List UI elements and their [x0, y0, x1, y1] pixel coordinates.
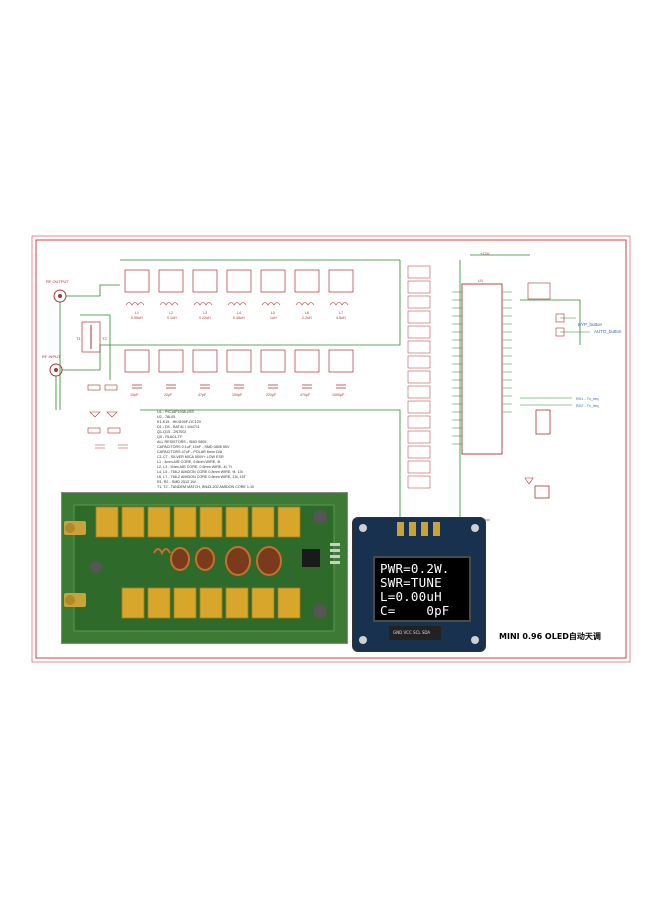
relay-row-bottom: 10pF 22pF 47pF 100pF 220pF 470pF 1000pF	[124, 349, 354, 397]
svg-text:RX2 - Tx_req: RX2 - Tx_req	[576, 404, 599, 408]
svg-text:Q0 - RLA01-TF: Q0 - RLA01-TF	[157, 435, 183, 439]
svg-text:2.2uH: 2.2uH	[302, 316, 312, 320]
oled-display-photo: GND VCC SCL SDA PWR=0.2W. SWR=TUNE L=0.0…	[352, 517, 486, 652]
pcb-photo	[61, 492, 348, 644]
transformer-block: T1 T2	[76, 321, 107, 353]
mcu-u1: U1	[452, 278, 512, 455]
power-section: +12V	[480, 251, 551, 499]
svg-text:10pF: 10pF	[130, 393, 139, 397]
svg-text:4.5uH: 4.5uH	[336, 316, 346, 320]
svg-text:L1: L1	[135, 311, 139, 315]
buttons: BYP_button AUTO_button	[555, 313, 622, 337]
svg-text:T1, T2 - TANDEM MATCH, BN43-20: T1, T2 - TANDEM MATCH, BN43-202 AMIDON C…	[157, 485, 254, 489]
svg-text:U2 - 78L05: U2 - 78L05	[157, 415, 175, 419]
oled-line-swr: SWR=TUNE	[380, 575, 442, 590]
svg-text:+12V: +12V	[480, 251, 490, 256]
svg-text:220pF: 220pF	[266, 393, 277, 397]
sma-connector-bottom	[64, 593, 86, 607]
oled-line-capacitance: C= 0pF	[380, 603, 450, 618]
svg-text:L6, L7 - T68-2 AMIDON CORE 0.8: L6, L7 - T68-2 AMIDON CORE 0.8mm WIRE, 1…	[157, 475, 247, 479]
svg-text:470pF: 470pF	[300, 393, 311, 397]
svg-text:T2: T2	[102, 336, 107, 341]
svg-text:L6: L6	[305, 311, 309, 315]
svg-text:D1 - D4 - BAT41 / 1N4711: D1 - D4 - BAT41 / 1N4711	[157, 425, 200, 429]
svg-text:K1-K15 - HK4100F-DC12V: K1-K15 - HK4100F-DC12V	[157, 420, 202, 424]
rf-output-connector: RF OUTPUT	[46, 279, 69, 303]
svg-text:L4: L4	[237, 311, 241, 315]
svg-text:L2, L3 - 5mm AIR CORE, 0.6mm W: L2, L3 - 5mm AIR CORE, 0.6mm WIRE, 4t, 7…	[157, 465, 232, 469]
mosfet-driver-column	[407, 265, 431, 489]
svg-text:100pF: 100pF	[232, 393, 243, 397]
rf-output-label: RF OUTPUT	[46, 279, 69, 284]
svg-text:RX1 - Tx_req: RX1 - Tx_req	[576, 397, 599, 401]
svg-text:C1-C7 - SILVER MICA 500V+ LOW: C1-C7 - SILVER MICA 500V+ LOW ESR	[157, 455, 224, 459]
sma-connector-top	[64, 521, 86, 535]
svg-text:L5: L5	[271, 311, 275, 315]
svg-text:L3: L3	[203, 311, 207, 315]
svg-text:CAPACITORS 47uF - POLAR 6mm D/: CAPACITORS 47uF - POLAR 6mm D/A	[157, 450, 223, 454]
rf-input-connector: RF INPUT	[42, 354, 63, 377]
oled-line-power: PWR=0.2W.	[380, 561, 450, 576]
svg-text:0.45uH: 0.45uH	[233, 316, 245, 320]
svg-text:22pF: 22pF	[164, 393, 173, 397]
tx-labels: RX1 - Tx_req RX2 - Tx_req	[520, 397, 599, 408]
detector-cluster	[87, 384, 128, 449]
svg-text:0.1uH: 0.1uH	[167, 316, 177, 320]
svg-text:U1 - PIC16F1938-I/SS: U1 - PIC16F1938-I/SS	[157, 410, 194, 414]
rf-input-label: RF INPUT	[42, 354, 61, 359]
svg-text:1000pF: 1000pF	[332, 393, 345, 397]
svg-text:0.22uH: 0.22uH	[199, 316, 211, 320]
relay-row-top: L1 L2 L3 L4 L5 L6 L7 0.05uH 0.1uH 0.22uH…	[124, 269, 354, 320]
bom-notes: U1 - PIC16F1938-I/SS U2 - 78L05 K1-K15 -…	[157, 410, 254, 489]
svg-text:CAPACITORS 0.1uF, 10nF - SMD 0: CAPACITORS 0.1uF, 10nF - SMD 0805 50V	[157, 445, 230, 449]
svg-text:L1 - 4mm AIR CORE, 0.6mm WIRE,: L1 - 4mm AIR CORE, 0.6mm WIRE, 4t	[157, 460, 220, 464]
svg-text:U1: U1	[478, 278, 484, 283]
oled-line-inductance: L=0.00uH	[380, 589, 442, 604]
product-caption: MINI 0.96 OLED自动天调	[499, 632, 601, 641]
oled-screen: PWR=0.2W. SWR=TUNE L=0.00uH C= 0pF	[373, 556, 471, 622]
auto-button-label: AUTO_button	[594, 329, 622, 334]
byp-button-label: BYP_button	[578, 322, 603, 327]
svg-text:0.05uH: 0.05uH	[131, 316, 143, 320]
svg-text:GND VCC SCL SDA: GND VCC SCL SDA	[393, 630, 430, 635]
svg-text:47pF: 47pF	[198, 393, 207, 397]
svg-text:R1, R2 - SMD 2512 1W: R1, R2 - SMD 2512 1W	[157, 480, 196, 484]
svg-text:T1: T1	[76, 336, 81, 341]
svg-text:L4, L5 - T68-2 AMIDON CORE 0.8: L4, L5 - T68-2 AMIDON CORE 0.8mm WIRE, 9…	[157, 470, 243, 474]
svg-text:Q1-Q15 - 2N7002: Q1-Q15 - 2N7002	[157, 430, 186, 434]
svg-text:L7: L7	[339, 311, 343, 315]
svg-text:1uH: 1uH	[270, 316, 277, 320]
svg-text:ALL RESISTORS - SMD 0805: ALL RESISTORS - SMD 0805	[157, 440, 206, 444]
svg-text:L2: L2	[169, 311, 173, 315]
